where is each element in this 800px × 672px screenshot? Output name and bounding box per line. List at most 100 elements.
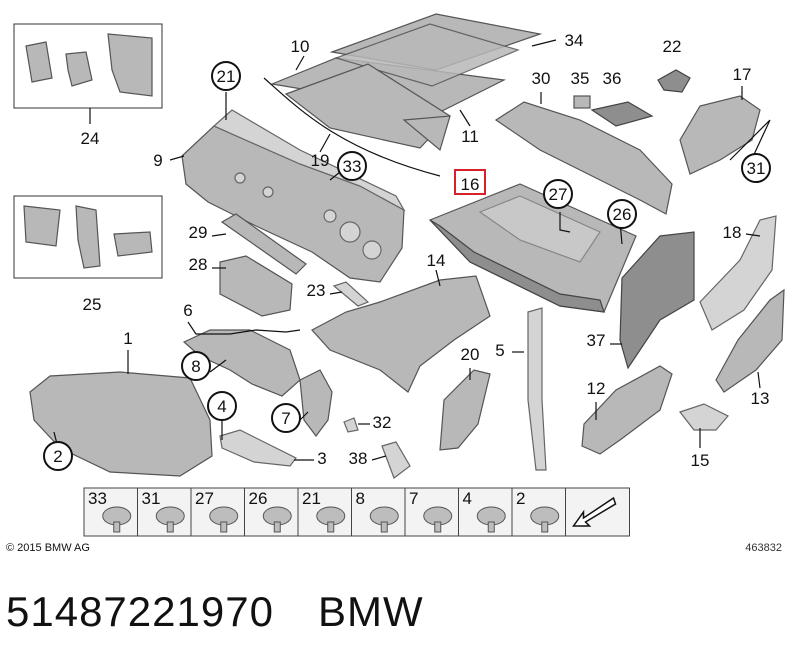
part-17: [679, 95, 761, 175]
part-9-bulkhead: [181, 109, 406, 283]
fastener-cell-21: 21: [297, 487, 352, 537]
label-text: 16: [461, 175, 480, 194]
label-text: 24: [81, 129, 100, 148]
part-label-27: 27: [543, 179, 573, 209]
part-label-13: 13: [751, 389, 770, 408]
part-16-floor-mat: [428, 183, 637, 313]
label-text: 22: [663, 37, 682, 56]
label-circle: [181, 351, 211, 381]
part-7: [299, 369, 333, 437]
label-text: 14: [427, 251, 446, 270]
label-circle: [271, 403, 301, 433]
part-label-37: 37: [587, 331, 606, 350]
label-text: 17: [733, 65, 752, 84]
part-label-10: 10: [291, 37, 310, 56]
part-label-24: 24: [81, 129, 100, 148]
label-text: 12: [587, 379, 606, 398]
part-label-2: 2: [43, 441, 73, 471]
part-12: [581, 365, 673, 455]
label-text: 35: [571, 69, 590, 88]
part-label-35: 35: [571, 69, 590, 88]
copyright-notice: © 2015 BMW AG: [6, 542, 90, 554]
image-number: 463832: [745, 542, 782, 554]
part-label-3: 3: [317, 449, 326, 468]
part-label-5: 5: [495, 341, 504, 360]
part-label-16: 16: [454, 169, 486, 195]
label-text: 30: [532, 69, 551, 88]
inset-box-25: [13, 195, 163, 279]
label-text: 29: [189, 223, 208, 242]
fastener-cell-26: 26: [244, 487, 299, 537]
part-label-18: 18: [723, 223, 742, 242]
part-5: [527, 307, 547, 471]
fastener-number: 7: [409, 489, 418, 508]
label-text: 3: [317, 449, 326, 468]
part-label-12: 12: [587, 379, 606, 398]
label-text: 7: [281, 409, 290, 428]
label-text: 33: [343, 157, 362, 176]
part-14: [311, 275, 491, 393]
part-label-9: 9: [153, 151, 162, 170]
label-text: 20: [461, 345, 480, 364]
label-text: 36: [603, 69, 622, 88]
label-text: 18: [723, 223, 742, 242]
label-text: 37: [587, 331, 606, 350]
fastener-cell-27: 27: [190, 487, 245, 537]
part-37: [619, 231, 695, 370]
label-circle: [741, 153, 771, 183]
part-32: [343, 417, 359, 433]
label-text: 34: [565, 31, 584, 50]
roof-insulation-panels: [263, 13, 543, 177]
arrow-icon: [572, 496, 617, 527]
label-circle: [211, 61, 241, 91]
part-label-21: 21: [211, 61, 241, 91]
part-29: [220, 213, 307, 275]
label-circle: [337, 151, 367, 181]
part-label-6: 6: [183, 301, 192, 320]
part-label-19: 19: [311, 151, 330, 170]
label-text: 27: [549, 185, 568, 204]
part-number: 51487221970: [6, 588, 274, 635]
label-circle: [207, 391, 237, 421]
part-20: [439, 369, 491, 451]
part-label-20: 20: [461, 345, 480, 364]
part-label-11: 11: [461, 127, 479, 146]
part-label-17: 17: [733, 65, 752, 84]
fastener-cell-4: 4: [458, 487, 513, 537]
part-label-25: 25: [83, 295, 102, 314]
part-label-32: 32: [373, 413, 392, 432]
fastener-cell-7: 7: [404, 487, 459, 537]
fastener-cell-33: 33: [83, 487, 138, 537]
label-circle: [43, 441, 73, 471]
part-label-7: 7: [271, 403, 301, 433]
part-label-31: 31: [741, 153, 771, 183]
label-text: 5: [495, 341, 504, 360]
label-text: 19: [311, 151, 330, 170]
part-label-22: 22: [663, 37, 682, 56]
label-text: 11: [461, 127, 479, 146]
part-38: [381, 441, 411, 479]
part-label-30: 30: [532, 69, 551, 88]
label-text: 9: [153, 151, 162, 170]
label-text: 38: [349, 449, 368, 468]
label-text: 1: [123, 329, 132, 348]
fastener-number: 27: [195, 489, 214, 508]
label-text: 32: [373, 413, 392, 432]
part-label-1: 1: [123, 329, 132, 348]
fastener-number: 31: [142, 489, 161, 508]
label-circle: [607, 199, 637, 229]
part-label-38: 38: [349, 449, 368, 468]
part-label-14: 14: [427, 251, 446, 270]
fastener-number: 26: [249, 489, 268, 508]
fastener-number: 21: [302, 489, 321, 508]
label-text: 25: [83, 295, 102, 314]
part-label-23: 23: [307, 281, 326, 300]
part-label-4: 4: [207, 391, 237, 421]
highlight-box: [454, 169, 486, 195]
part-label-29: 29: [189, 223, 208, 242]
part-label-36: 36: [603, 69, 622, 88]
fastener-cell-8: 8: [351, 487, 406, 537]
label-circle: [543, 179, 573, 209]
